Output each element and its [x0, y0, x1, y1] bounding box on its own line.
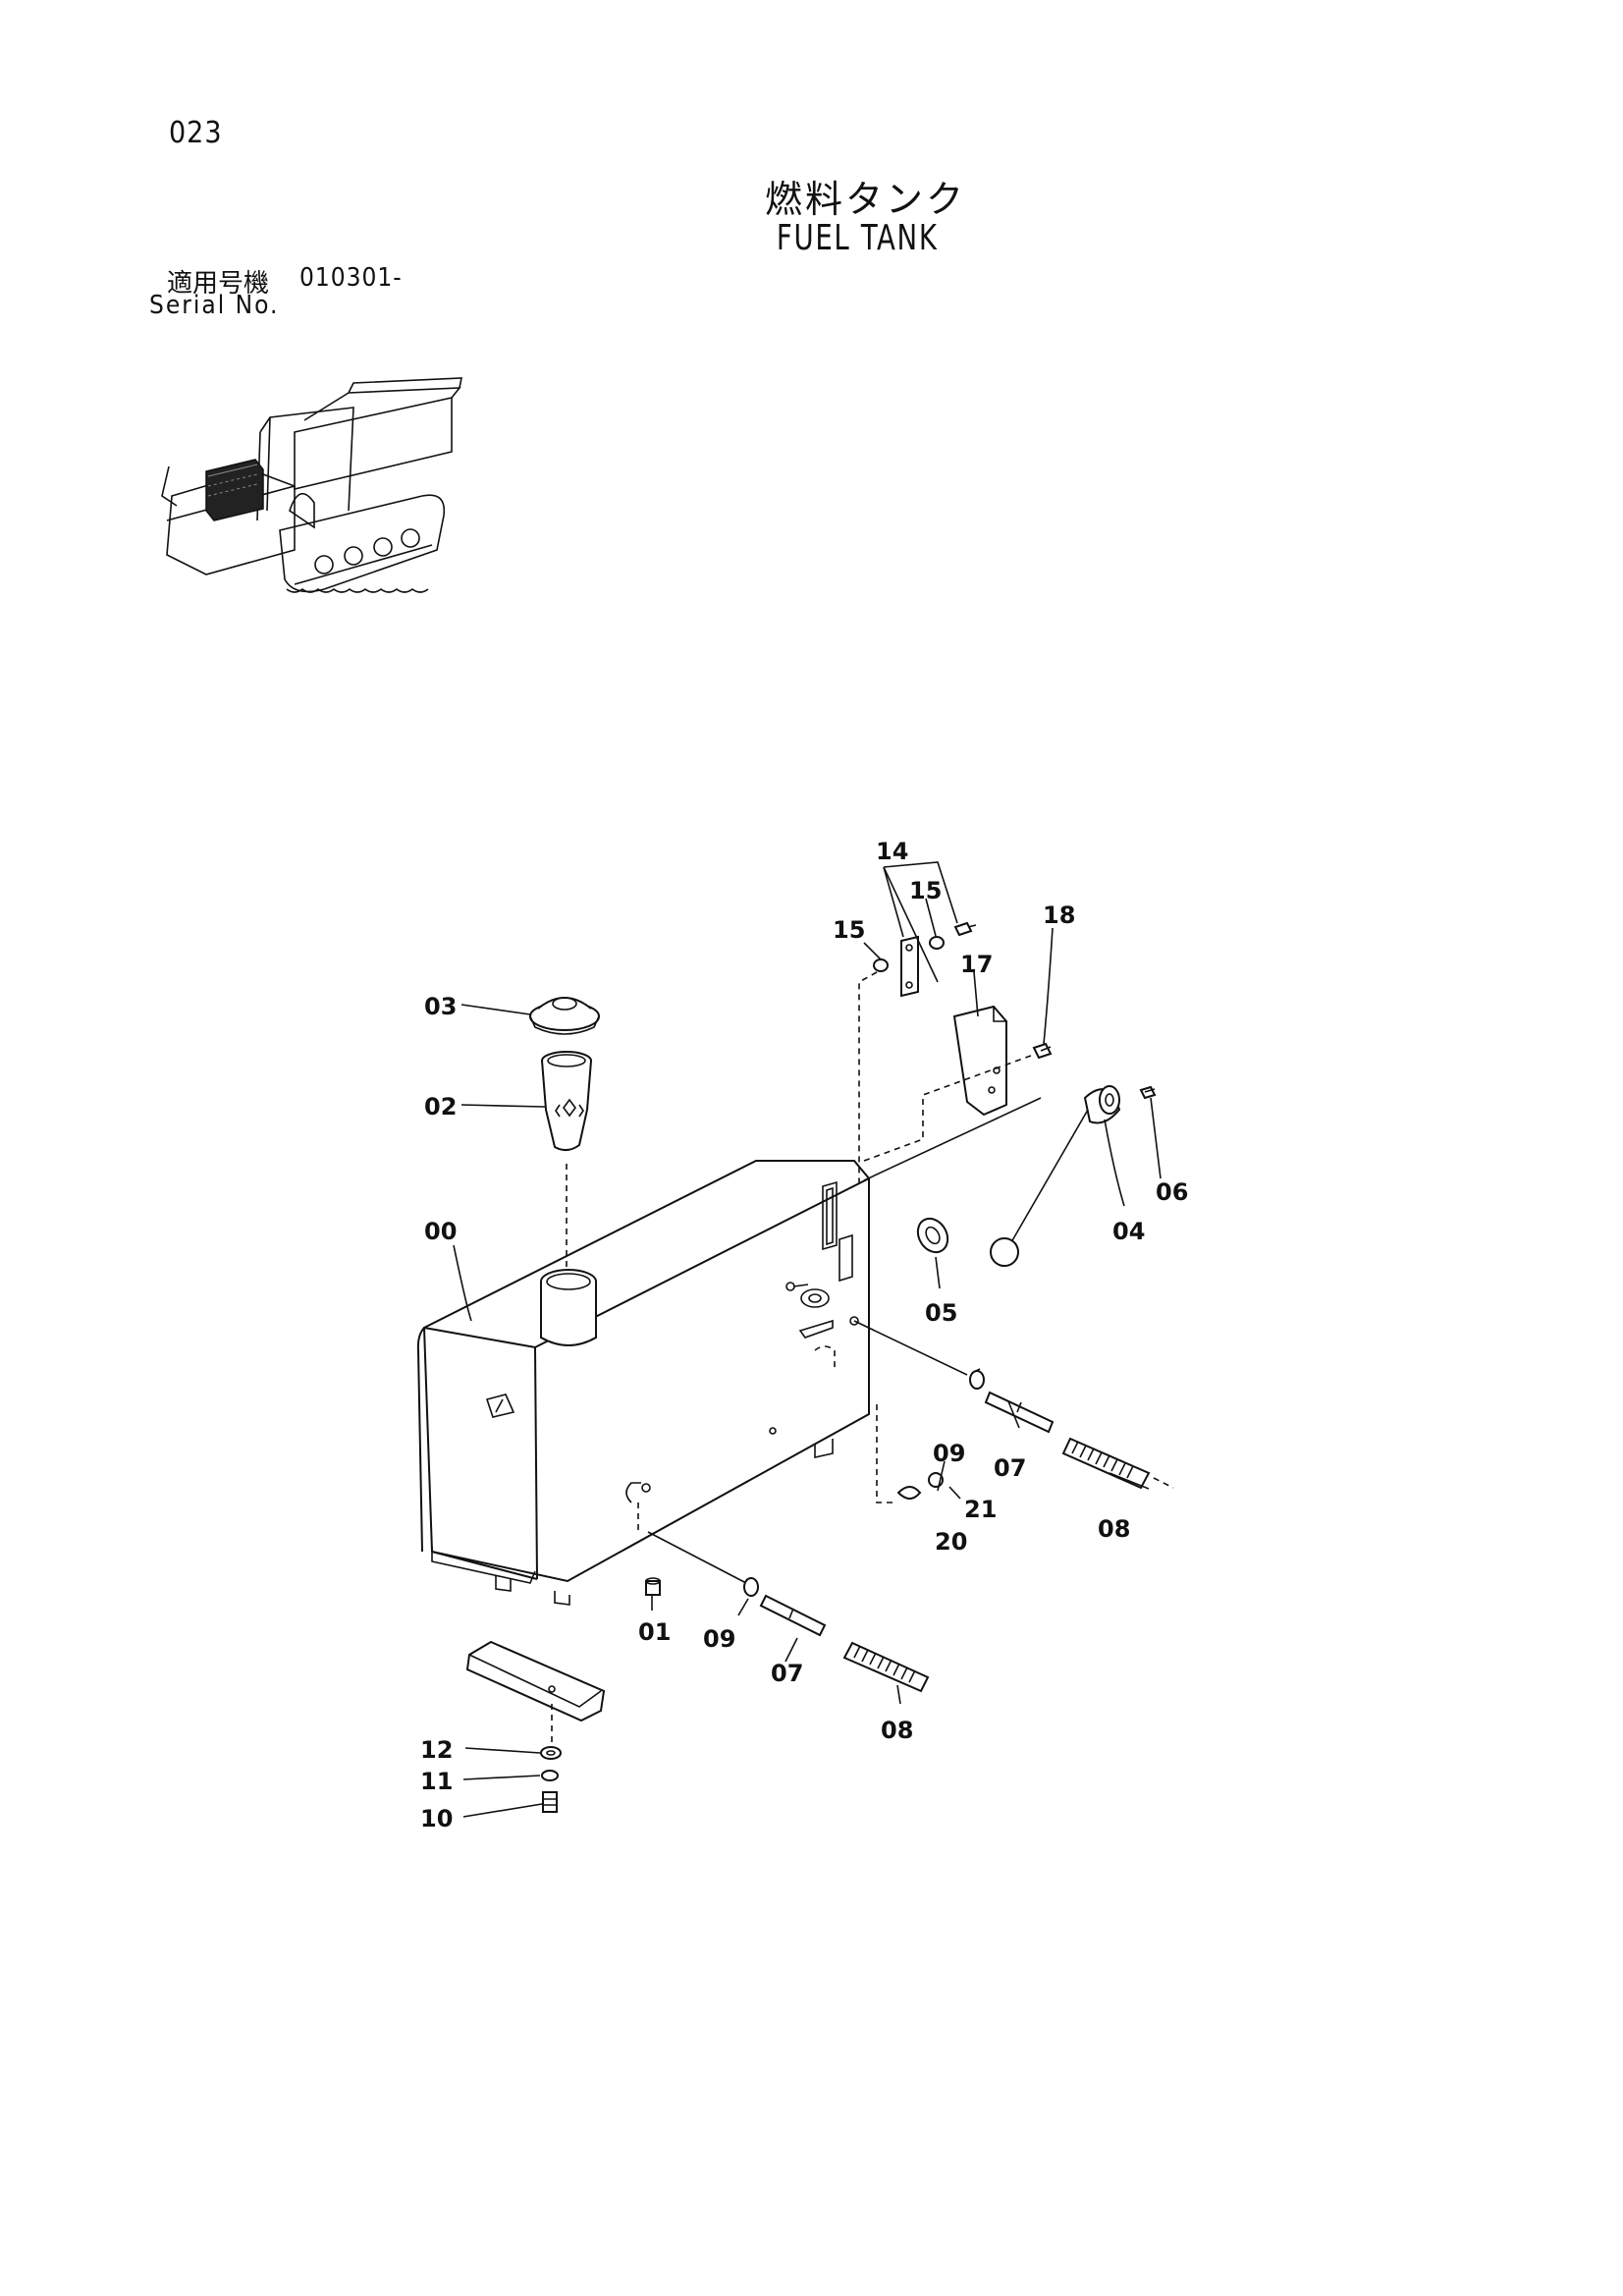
bracket-guide-line	[863, 1055, 1032, 1162]
page-title-en: FUEL TANK	[776, 218, 939, 258]
page-number: 023	[169, 116, 223, 150]
callout-08-upper: 08	[1098, 1515, 1130, 1543]
mount-plate	[465, 1640, 606, 1722]
callout-labels: 03 02 00 01 09 07 08 09 07 08 21 20 05 0…	[420, 838, 1188, 1832]
hose-guide-line-lower	[647, 1531, 747, 1584]
callout-09-upper: 09	[933, 1440, 965, 1467]
fuel-strainer	[541, 1051, 592, 1151]
gasket-05	[916, 1217, 949, 1254]
hose-clamp-09-upper	[969, 1368, 985, 1390]
hose-guide-line-upper	[853, 1320, 968, 1376]
bolt-18	[1032, 1042, 1053, 1060]
hose-end-upper	[1153, 1477, 1174, 1489]
hose-08-lower	[842, 1641, 930, 1693]
callout-11: 11	[420, 1768, 453, 1795]
callout-21: 21	[964, 1496, 997, 1523]
clamp-guide-line	[876, 1404, 893, 1503]
callout-15-left: 15	[833, 916, 865, 944]
pipe-07-upper	[984, 1391, 1055, 1434]
callout-09-lower: 09	[703, 1625, 735, 1653]
drain-plug-01	[645, 1577, 661, 1596]
callout-07-upper: 07	[994, 1454, 1026, 1482]
callout-08-lower: 08	[881, 1717, 913, 1744]
callout-18: 18	[1043, 902, 1075, 929]
level-gauge-04	[990, 1085, 1121, 1267]
callout-14: 14	[876, 838, 908, 865]
filler-cap	[529, 997, 600, 1035]
fuel-tank-body	[416, 1160, 870, 1606]
page-title-jp: 燃料タンク	[764, 178, 966, 221]
serial-label-en: Serial No.	[149, 291, 280, 320]
callout-10: 10	[420, 1805, 453, 1832]
callout-02: 02	[424, 1093, 457, 1121]
callout-05: 05	[925, 1299, 957, 1327]
callout-03: 03	[424, 993, 457, 1020]
callout-01: 01	[638, 1618, 671, 1646]
callout-06: 06	[1156, 1178, 1188, 1206]
clamp-20	[896, 1486, 922, 1500]
bolt-10	[542, 1791, 558, 1813]
bracket-17	[952, 1005, 1007, 1117]
callout-20: 20	[935, 1528, 967, 1556]
washer-11	[541, 1770, 559, 1781]
leader-lines	[453, 861, 1162, 1818]
screw-06	[1139, 1085, 1157, 1100]
hose-08-upper	[1061, 1437, 1151, 1490]
callout-12: 12	[420, 1736, 453, 1764]
callout-04: 04	[1112, 1218, 1145, 1245]
washer-12	[540, 1746, 562, 1760]
callout-07-lower: 07	[771, 1660, 803, 1687]
hose-clamp-09-lower	[743, 1577, 759, 1597]
gauge-guide-line	[863, 1097, 1042, 1181]
strap-guide-line	[858, 971, 878, 1188]
vehicle-thumbnail	[161, 377, 462, 593]
callout-15-right: 15	[909, 877, 942, 904]
serial-value: 010301-	[299, 263, 403, 293]
pipe-07-lower	[759, 1594, 827, 1637]
serial-label-jp: 適用号機	[167, 269, 270, 299]
callout-00: 00	[424, 1218, 457, 1245]
callout-17: 17	[960, 951, 993, 978]
